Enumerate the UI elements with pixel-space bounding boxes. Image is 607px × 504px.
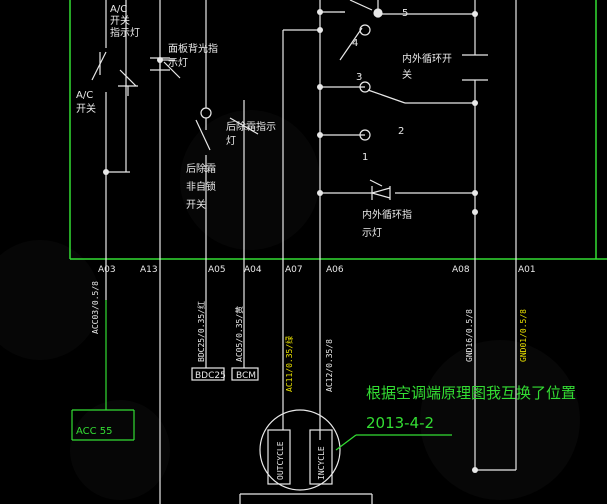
motor-incycle-label: INCYCLE [317, 446, 326, 480]
rear-defrost-indicator-label-2: 灯 [226, 135, 236, 147]
white-wiring [99, 0, 517, 504]
wire-gnd01: GND01/0.5/8 [519, 309, 528, 362]
annotation-date: 2013-4-2 [366, 414, 434, 432]
pin-a07: A07 [285, 265, 303, 275]
panel-backlight-label-2: 示灯 [168, 57, 188, 69]
pin-a06: A06 [326, 265, 344, 275]
annotation-text: 根据空调端原理图我互换了位置 [366, 384, 576, 402]
recirc-indicator-label-2: 示灯 [362, 227, 382, 239]
recirc-switch-label-1: 内外循环开 [402, 52, 452, 65]
wire-ac12: AC12/0.35/8 [325, 339, 334, 392]
pin-a13: A13 [140, 265, 158, 275]
background-texture [0, 110, 580, 500]
wire-bdc25: BDC25/0.35/红 [196, 301, 206, 362]
acc-feed-wire [71, 300, 135, 441]
connector-bcm: BCM [236, 371, 256, 381]
recirc-rotary-switch [339, 0, 406, 141]
ac-indicator-label-3: 指示灯 [110, 26, 140, 39]
ac-indicator-label-2: 开关 [110, 14, 130, 27]
rear-defrost-switch-label-3: 开关 [186, 198, 206, 211]
position-2: 2 [398, 126, 404, 137]
wire-acc03: ACC03/0.5/8 [91, 281, 100, 334]
position-5: 5 [402, 8, 408, 19]
ac-switch-label-1: A/C [76, 90, 93, 101]
ac-indicator-label-1: A/C [110, 4, 127, 15]
pin-a04: A04 [244, 265, 262, 275]
recirc-switch-label-2: 关 [402, 68, 412, 81]
connector-acc: ACC 55 [76, 426, 113, 437]
wire-ac05: AC05/0.35/黄 [234, 306, 244, 362]
recirc-indicator-led [369, 179, 391, 200]
rear-defrost-switch-label-2: 非自锁 [186, 180, 216, 193]
pin-a05: A05 [208, 265, 226, 275]
wire-ac11: AC11/0.35/绿 [285, 336, 294, 392]
recirc-indicator-label-1: 内外循环指 [362, 208, 412, 221]
position-3: 3 [356, 72, 362, 83]
panel-backlight-label-1: 面板背光指 [168, 42, 218, 55]
ac-switch-label-2: 开关 [76, 102, 96, 115]
rear-defrost-indicator-label-1: 后除霜指示 [226, 120, 276, 133]
connector-bdc25: BDC25 [195, 371, 226, 381]
module-boundary [69, 0, 607, 260]
pin-a01: A01 [518, 265, 536, 275]
pin-a08: A08 [452, 265, 470, 275]
ac-switch-symbol [91, 26, 181, 96]
position-4: 4 [352, 38, 358, 49]
junction-dots [103, 9, 478, 473]
wire-gnd16: GND16/0.5/8 [465, 309, 474, 362]
rear-defrost-switch-label-1: 后除霜 [186, 162, 216, 175]
annotation-leader [335, 434, 452, 451]
position-1: 1 [362, 152, 368, 163]
pin-a03: A03 [98, 265, 116, 275]
motor-outcycle-label: OUTCYCLE [276, 441, 285, 480]
rear-defrost-switch [195, 107, 259, 151]
